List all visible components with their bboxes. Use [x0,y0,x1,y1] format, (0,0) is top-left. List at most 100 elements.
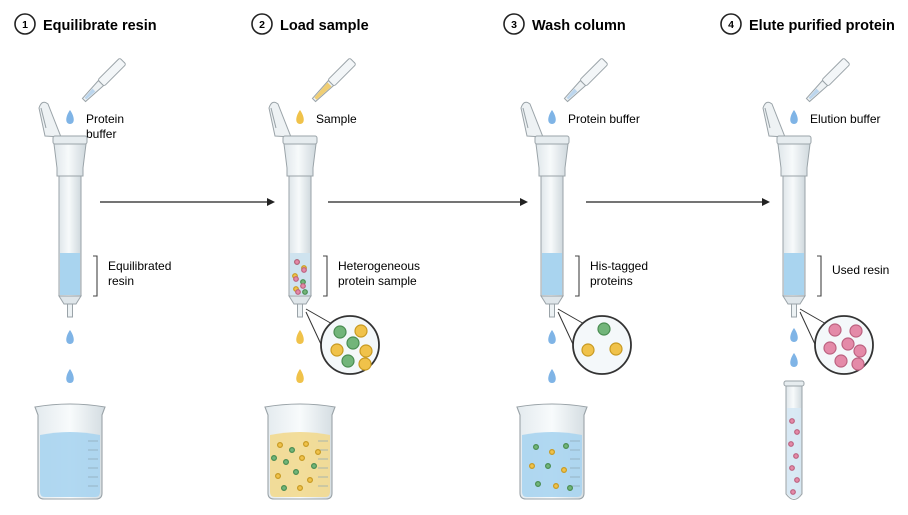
pipette-icon [311,58,356,103]
step-title-text: Wash column [532,18,626,34]
reagent-label: Protein buffer [568,112,640,126]
drop-icon [790,110,798,124]
spin-column-icon [293,101,570,318]
bead [841,337,855,351]
reagent-label: Protein [86,112,124,126]
bead [295,289,301,295]
bead [293,276,299,282]
bead [794,429,800,435]
column-label: His-tagged [590,259,648,273]
bead [294,259,300,265]
column-label: Equilibrated [108,259,171,273]
bead [333,325,347,339]
bead [823,341,837,355]
bead [790,489,796,495]
bead [532,444,539,451]
pipette-icon [81,58,126,103]
column-label: protein sample [338,274,417,288]
beaker-icon [34,403,106,500]
bead [289,447,296,454]
bead [300,283,306,289]
step-number-badge [503,13,525,35]
test-tube-icon [783,380,805,500]
bracket [93,255,98,297]
bead [548,449,555,456]
reagent-label: Elution buffer [810,112,881,126]
bead [311,463,318,470]
bead [789,418,795,424]
drop-icon [66,369,74,383]
drop-icon [790,353,798,367]
bead [281,485,288,492]
bead [283,459,290,466]
magnifier-icon [799,308,874,375]
drop-icon [66,330,74,344]
bead [853,344,867,358]
arrow-icon [586,198,770,206]
bead [302,289,308,295]
bead [354,324,368,338]
bead [788,441,794,447]
drop-icon [548,330,556,344]
bracket [575,255,580,297]
bead [330,343,344,357]
step-number-badge [251,13,273,35]
bracket [323,255,328,297]
pipette-icon [805,58,850,103]
step-title: 2 Load sample [251,13,369,35]
bead [794,477,800,483]
bead [358,357,372,371]
column-label: resin [108,274,134,288]
bead [275,473,282,480]
step-title-text: Elute purified protein [749,18,895,34]
bead [271,455,278,462]
magnifier-icon [305,308,380,375]
pipette-icon [563,58,608,103]
drop-icon [790,328,798,342]
bead [552,483,559,490]
beaker-liquid [270,432,330,497]
bead [609,342,623,356]
bead [544,463,551,470]
bead [566,485,573,492]
reagent-label: buffer [86,127,116,141]
resin-bed [784,253,804,295]
column-label: Used resin [832,263,889,277]
step-number: 3 [511,19,517,31]
bead [828,323,842,337]
beaker-icon [264,403,336,500]
spin-column-icon [268,101,318,318]
bead [560,467,567,474]
drop-icon [548,369,556,383]
step-title-text: Load sample [280,18,369,34]
bracket [817,255,822,297]
bead [851,357,865,371]
bead [303,441,310,448]
bead [277,442,284,449]
drop-icon [66,110,74,124]
bead [315,449,322,456]
bead [301,267,307,273]
bead [528,463,535,470]
step-number-badge [14,13,36,35]
resin-bed [542,253,562,295]
step-number-badge [720,13,742,35]
bead [534,481,541,488]
spin-column-icon [38,101,88,318]
bead [307,477,314,484]
step-number: 2 [259,19,265,31]
resin-bed [60,253,80,295]
magnifier-icon [557,308,632,375]
spin-column-icon [762,101,812,318]
step-title: 3 Wash column [503,13,626,35]
beaker-liquid [40,432,100,497]
bead [293,469,300,476]
drop-icon [548,110,556,124]
column-label: Heterogeneous [338,259,420,273]
